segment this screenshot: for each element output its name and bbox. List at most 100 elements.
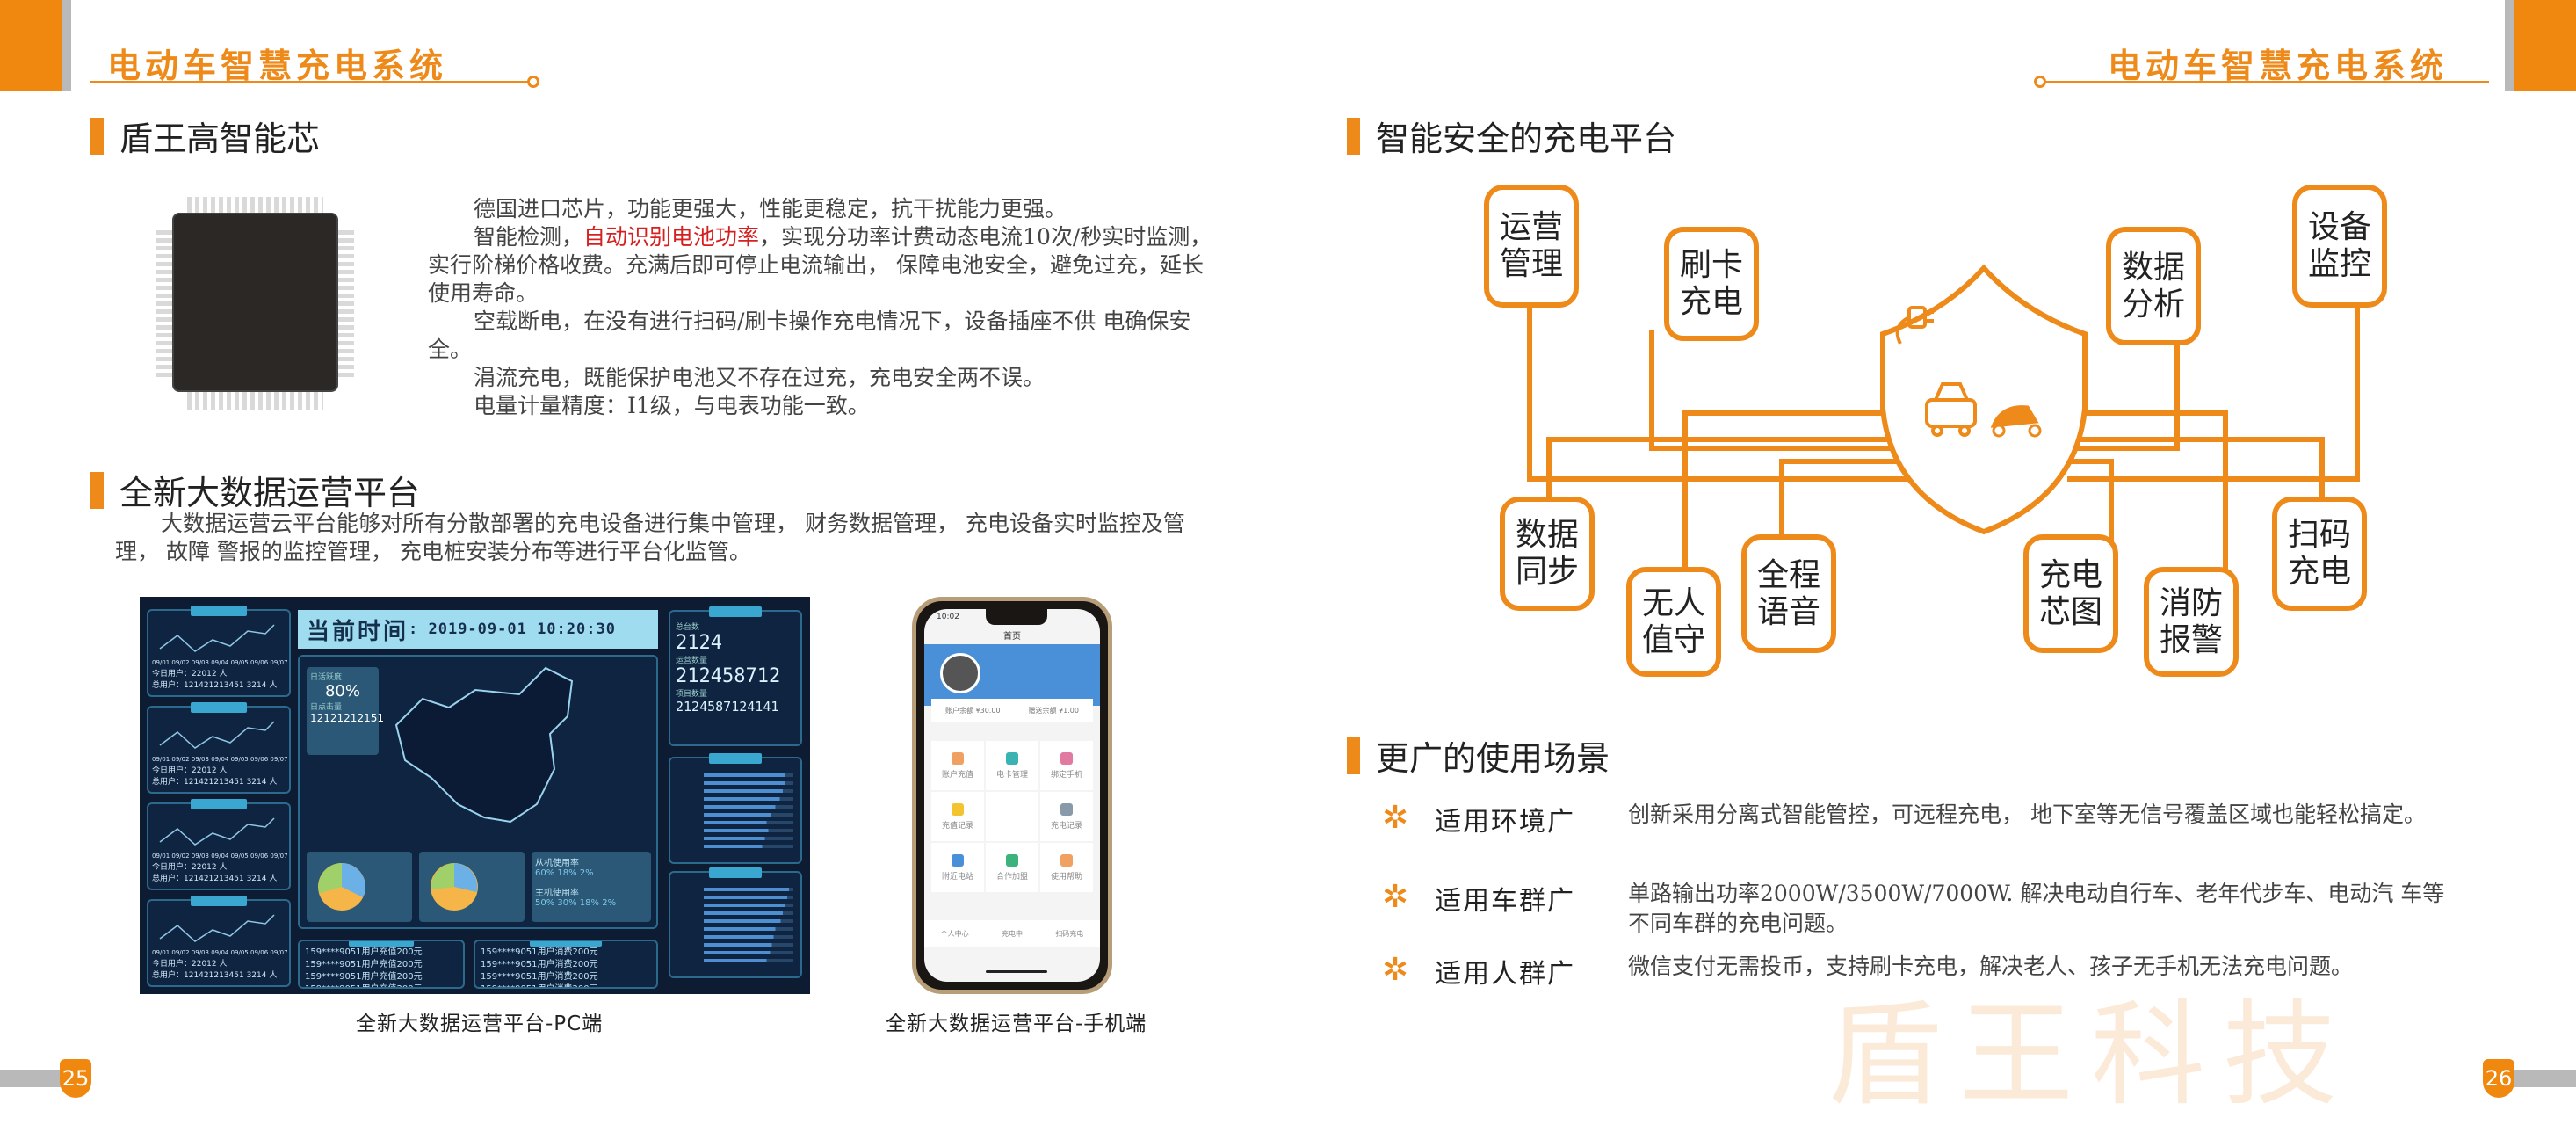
total-users: 总用户：121421213451 3214 人 <box>152 971 278 980</box>
flow-label: 日点击量 <box>310 703 343 712</box>
menu-icon <box>1060 853 1073 867</box>
section-title: 全新大数据运营平台 <box>119 474 421 512</box>
watermark: 盾王科技 <box>1827 988 2355 1121</box>
scene-label: 适用环境广 <box>1435 807 1575 838</box>
diagram-node: 数据分析 <box>2106 227 2201 345</box>
section-title: 智能安全的充电平台 <box>1376 120 1677 158</box>
progress-bar <box>704 813 793 817</box>
progress-bar <box>704 911 793 915</box>
menu-icon <box>952 802 964 816</box>
diagram-connectors <box>1527 264 2360 576</box>
progress-bar <box>704 927 793 931</box>
chart-x-labels: 09/01 09/02 09/03 09/04 09/05 09/06 09/0… <box>152 659 288 666</box>
host-usage-title: 主机使用率 <box>535 889 579 898</box>
stat-label: 总台数 <box>676 623 700 632</box>
chip-p4: 涓流充电，既能保护电池又不存在过充，充电安全两不误。 <box>474 365 1046 390</box>
phone-menu-item[interactable]: 合作加盟 <box>986 843 1038 892</box>
phone-menu-item[interactable]: 绑定手机 <box>1040 741 1093 790</box>
progress-bar <box>704 896 793 899</box>
progress-bar <box>704 845 793 848</box>
header-line-end <box>527 76 539 88</box>
user-stats-panel: 09/01 09/02 09/03 09/04 09/05 09/06 09/0… <box>147 702 291 794</box>
car-icon <box>1925 382 1977 437</box>
chart-x-labels: 09/01 09/02 09/03 09/04 09/05 09/06 09/0… <box>152 949 288 956</box>
scene-item: ✲适用环境广创新采用分离式智能管控，可远程充电， 地下室等无信号覆盖区域也能轻松… <box>1382 800 2454 838</box>
platform-text: 大数据运营云平台能够对所有分散部署的充电设备进行集中管理， 财务数据管理， 充电… <box>115 511 1185 564</box>
chip-p1: 德国进口芯片，功能更强大，性能更稳定，抗干扰能力更强。 <box>474 196 1067 221</box>
section-platform: 全新大数据运营平台 <box>90 466 420 514</box>
bars-panel-b <box>669 867 802 978</box>
phone-menu-item[interactable]: 充电记录 <box>1040 792 1093 841</box>
scene-item: ✲适用人群广微信支付无需投币，支持刷卡充电，解决老人、孩子无手机无法充电问题。 <box>1382 952 2454 991</box>
progress-bar <box>704 951 793 954</box>
slave-usage: 60% 18% 2% <box>535 868 594 878</box>
node-label: 刷卡充电 <box>1679 247 1743 320</box>
flower-bullet-icon: ✲ <box>1382 800 1409 836</box>
progress-bar <box>704 904 793 907</box>
chip-p3: 空载断电，在没有进行扫码/刷卡操作充电情况下，设备插座不供 电确保安全。 <box>428 308 1191 362</box>
diagram-node: 扫码充电 <box>2272 497 2367 611</box>
user-stats-panel: 09/01 09/02 09/03 09/04 09/05 09/06 09/0… <box>147 896 291 987</box>
phone-menu-item[interactable] <box>986 792 1038 841</box>
chart-x-labels: 09/01 09/02 09/03 09/04 09/05 09/06 09/0… <box>152 853 288 860</box>
flow-value: 12121212151 <box>310 712 384 724</box>
chart-x-labels: 09/01 09/02 09/03 09/04 09/05 09/06 09/0… <box>152 756 288 763</box>
menu-label: 充电记录 <box>1050 821 1082 831</box>
phone-menu-item[interactable]: 账户充值 <box>931 741 984 790</box>
node-label: 数据同步 <box>1515 517 1579 590</box>
node-label: 扫码充电 <box>2287 517 2351 590</box>
menu-icon <box>1006 809 1018 821</box>
time-bar: 当前时间: 2019-09-01 10:20:30 <box>298 610 658 649</box>
chip-p5: 电量计量精度：I1级，与电表功能一致。 <box>474 393 870 418</box>
host-usage: 50% 30% 18% 2% <box>535 898 617 908</box>
phone-menu-item[interactable]: 附近电站 <box>931 843 984 892</box>
menu-label: 账户充值 <box>941 770 973 780</box>
header-title: 电动车智慧充电系统 <box>2108 47 2449 85</box>
phone-page-title: 首页 <box>1003 632 1021 642</box>
progress-bar <box>704 773 793 777</box>
chip-description: 德国进口芯片，功能更强大，性能更稳定，抗干扰能力更强。 智能检测，自动识别电池功… <box>428 195 1219 420</box>
phone-balance: 账户余额 ¥30.00 <box>945 706 1001 715</box>
progress-bar <box>704 805 793 809</box>
scene-item: ✲适用车群广单路输出功率2000W/3500W/7000W. 解决电动自行车、老… <box>1382 879 2454 939</box>
diagram-node: 消防报警 <box>2144 567 2239 677</box>
time-value: : 2019-09-01 10:20:30 <box>409 621 616 638</box>
caption-pc: 全新大数据运营平台-PC端 <box>356 1012 604 1035</box>
user-line-chart <box>159 817 275 846</box>
phone-tab[interactable]: 充电中 <box>1001 929 1023 938</box>
chip-p2-pre: 智能检测， <box>474 224 584 250</box>
progress-bar <box>704 797 793 801</box>
menu-label: 电卡管理 <box>995 770 1028 780</box>
phone-tab[interactable]: 个人中心 <box>940 929 969 938</box>
diagram-node: 运营管理 <box>1484 185 1579 308</box>
caption-mobile: 全新大数据运营平台-手机端 <box>886 1012 1147 1035</box>
menu-label: 使用帮助 <box>1050 872 1082 882</box>
user-line-chart <box>159 721 275 749</box>
corner-block <box>0 0 62 91</box>
progress-bar <box>704 781 793 785</box>
pie-chart <box>318 863 365 911</box>
page-number-left: 25 <box>60 1059 91 1098</box>
stat-value: 2124 <box>676 632 722 654</box>
footer-bar-right <box>2514 1070 2576 1087</box>
progress-bar <box>704 837 793 840</box>
progress-bar <box>704 919 793 923</box>
scene-label: 适用人群广 <box>1435 959 1575 990</box>
phone-menu-item[interactable]: 电卡管理 <box>986 741 1038 790</box>
pc-dashboard-screenshot: 09/01 09/02 09/03 09/04 09/05 09/06 09/0… <box>140 597 810 994</box>
chip-p2-post: ，实现分功率计费动态电流10次/秒实时监测，实行阶梯价格收费。充满后即可停止电流… <box>428 224 1212 306</box>
menu-icon <box>952 853 964 867</box>
phone-tab[interactable]: 扫码充电 <box>1055 929 1084 938</box>
section-diagram: 智能安全的充电平台 <box>1347 112 1676 160</box>
flower-bullet-icon: ✲ <box>1382 879 1409 915</box>
phone-menu-item[interactable]: 充值记录 <box>931 792 984 841</box>
node-label: 设备监控 <box>2307 209 2371 282</box>
diagram-node: 充电芯图 <box>2023 534 2118 653</box>
diagram-node: 数据同步 <box>1500 497 1595 611</box>
stat-label: 项目数量 <box>676 690 708 699</box>
phone-menu-item[interactable]: 使用帮助 <box>1040 843 1093 892</box>
time-label: 当前时间 <box>307 618 409 645</box>
corner-strip <box>62 0 71 91</box>
progress-bar <box>704 821 793 824</box>
